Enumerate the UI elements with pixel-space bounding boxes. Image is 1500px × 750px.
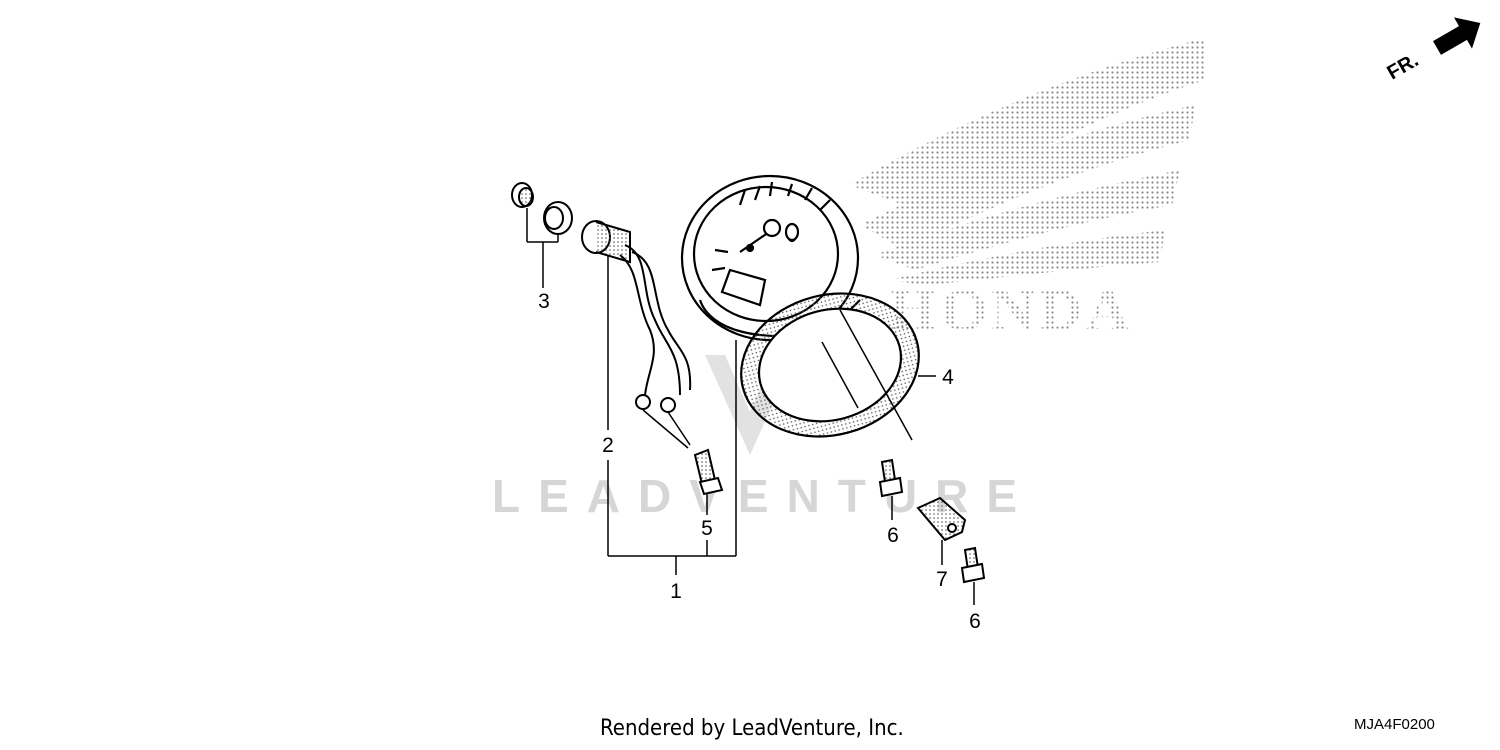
- part-4-meter-case: [740, 292, 920, 438]
- front-label: FR.: [1384, 49, 1423, 84]
- part-6-bolt-upper: [878, 458, 904, 498]
- part-3-grommets: [511, 182, 573, 235]
- callout-5: 5: [701, 517, 713, 540]
- part-6-bolt-lower: [960, 546, 986, 584]
- callout-4: 4: [942, 366, 954, 389]
- part-7-stay: [916, 496, 967, 542]
- callout-3: 3: [538, 290, 550, 313]
- render-credit: Rendered by LeadVenture, Inc.: [600, 716, 904, 741]
- diagram-code: MJA4F0200: [1354, 716, 1435, 733]
- part-5-screw: [693, 448, 724, 496]
- callout-2: 2: [602, 434, 614, 457]
- callout-6-upper: 6: [887, 524, 899, 547]
- honda-wordmark: HONDA: [890, 277, 1133, 343]
- callout-7: 7: [936, 568, 948, 591]
- callout-1: 1: [670, 580, 682, 603]
- front-direction-marker: FR.: [1384, 17, 1481, 84]
- callout-labels: 1 2 3 4 5 6 6 7: [538, 290, 981, 633]
- part-2-wire-harness: [581, 220, 692, 413]
- callout-6-lower: 6: [969, 610, 981, 633]
- honda-wing-logo: HONDA: [850, 38, 1205, 343]
- leader-lines: [526, 208, 975, 605]
